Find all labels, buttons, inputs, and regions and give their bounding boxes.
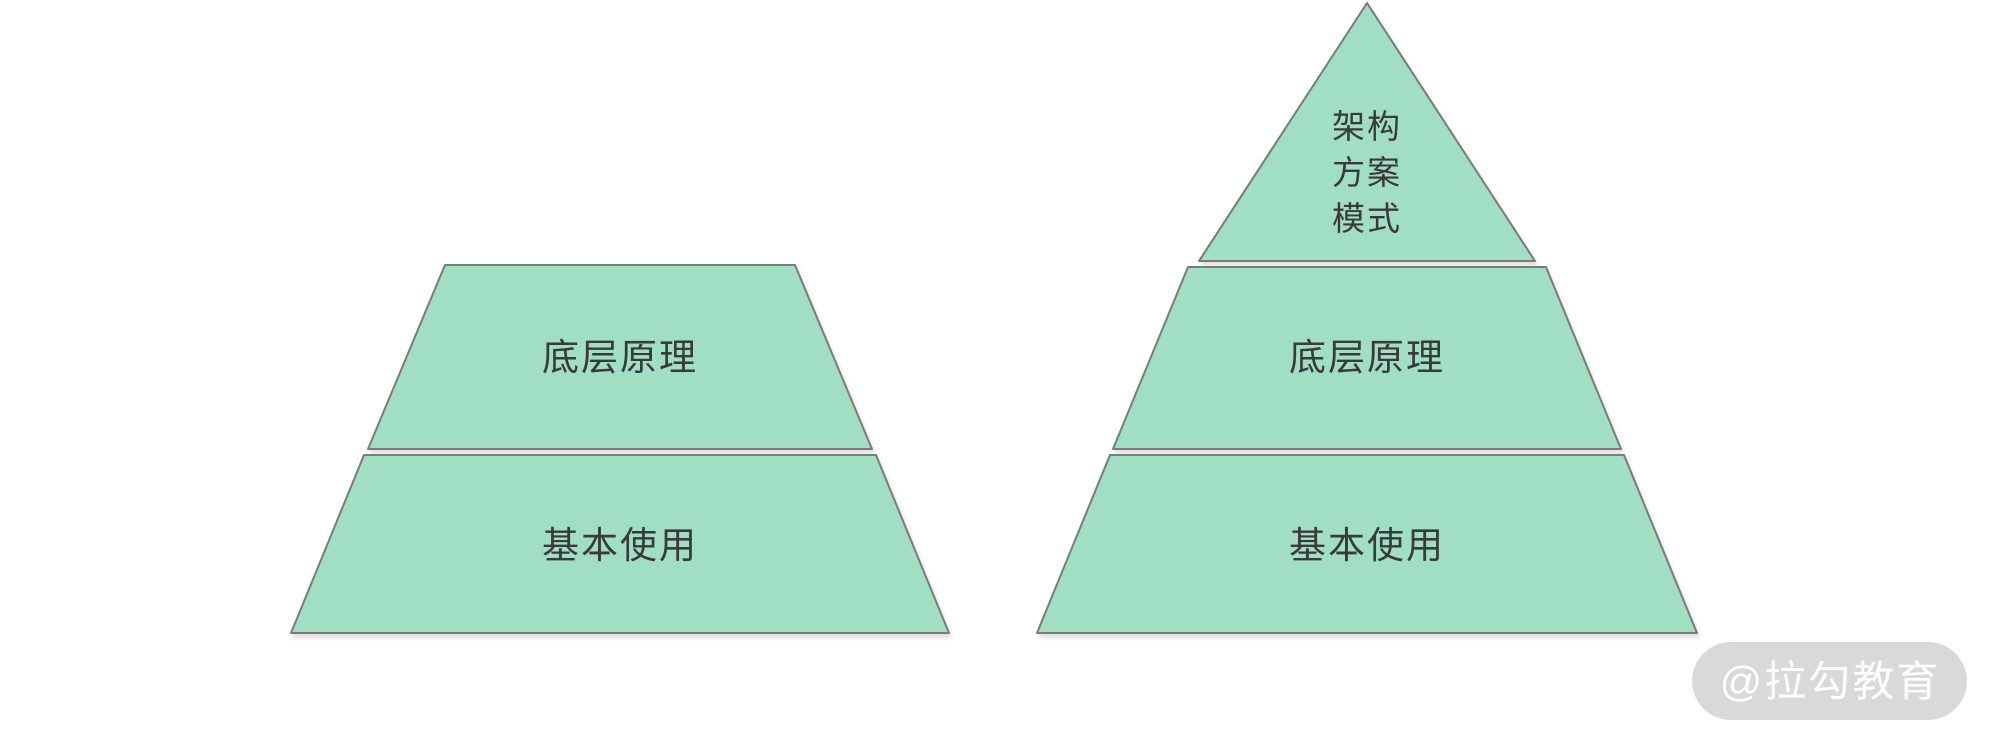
left-pyramid-top-level-label: 底层原理: [542, 337, 698, 378]
left-pyramid-top-level-shape: [367, 264, 873, 450]
right-pyramid-middle-level-label: 底层原理: [1289, 337, 1445, 378]
left-pyramid-bottom-level-shape: [290, 454, 950, 634]
watermark-label: @拉勾教育: [1720, 658, 1941, 705]
right-pyramid-middle-level-shape: [1112, 266, 1622, 450]
right-pyramid: 架构 方案 模式 底层原理 基本使用: [1036, 2, 1698, 634]
watermark-badge: @拉勾教育: [1692, 642, 1967, 720]
right-pyramid-bottom-level-shape: [1036, 454, 1698, 634]
right-pyramid-apex-shape: [1198, 2, 1536, 262]
watermark-pill: [1692, 642, 1967, 720]
right-pyramid-bottom-level-label: 基本使用: [1289, 525, 1445, 566]
right-pyramid-apex-line-3: 模式: [1332, 200, 1402, 237]
left-pyramid: 底层原理 基本使用: [290, 264, 950, 634]
right-pyramid-apex-line-2: 方案: [1332, 154, 1402, 191]
left-pyramid-bottom-level-label: 基本使用: [542, 525, 698, 566]
right-pyramid-apex-line-1: 架构: [1332, 108, 1402, 145]
